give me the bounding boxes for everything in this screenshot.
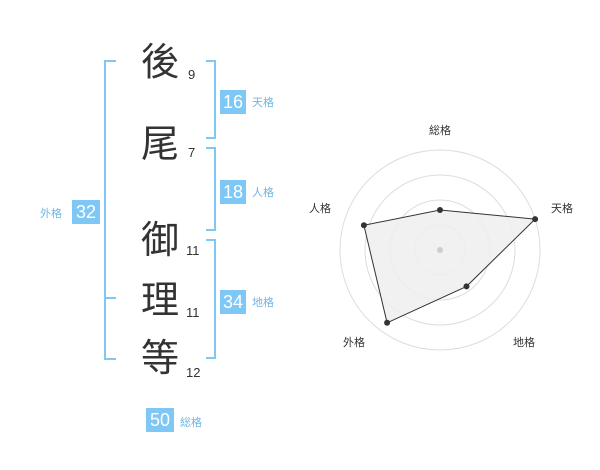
bracket-gaikaku	[104, 60, 116, 360]
bracket-jinkaku	[206, 147, 216, 231]
stroke-count-1: 9	[188, 67, 196, 82]
radar-ring-3	[364, 174, 516, 326]
jinkaku-label: 人格	[252, 186, 274, 199]
stroke-count-5: 12	[186, 365, 201, 380]
radar-label-soukaku: 総格	[429, 123, 451, 137]
soukaku-label: 総格	[180, 416, 202, 429]
radar-ring-4	[339, 149, 541, 351]
bracket-gaikaku-tick	[104, 297, 116, 299]
name-char-3: 御	[140, 218, 179, 262]
radar-point-4	[384, 319, 391, 326]
radar-point-2	[532, 216, 539, 223]
radar-point-5	[360, 222, 367, 229]
radar-label-chikaku: 地格	[513, 335, 535, 349]
radar-point-3	[463, 283, 470, 290]
radar-point-1	[437, 207, 443, 213]
gaikaku-value: 32	[72, 200, 100, 224]
stroke-count-3: 11	[186, 243, 200, 258]
tenkaku-value: 16	[220, 90, 246, 114]
radar-label-jinkaku: 人格	[309, 201, 331, 215]
name-char-4: 理	[140, 278, 179, 322]
soukaku-value: 50	[146, 408, 174, 432]
radar-label-tenkaku: 天格	[551, 201, 573, 215]
radar-center-dot	[437, 247, 443, 253]
chikaku-label: 地格	[252, 296, 274, 309]
name-char-2: 尾	[140, 122, 179, 166]
stroke-count-2: 7	[188, 145, 196, 160]
tenkaku-label: 天格	[252, 96, 274, 109]
bracket-chikaku	[206, 239, 216, 359]
jinkaku-value: 18	[220, 180, 246, 204]
name-char-5: 等	[140, 336, 179, 380]
gaikaku-label: 外格	[40, 207, 62, 220]
radar-series-polygon	[363, 209, 537, 324]
stroke-count-4: 11	[186, 305, 200, 320]
radar-label-gaikaku: 外格	[343, 335, 365, 349]
name-char-1: 後	[140, 40, 179, 84]
bracket-tenkaku	[206, 60, 216, 139]
chikaku-value: 34	[220, 290, 246, 314]
radar-chart: 総格 天格 地格 外格 人格	[309, 123, 573, 351]
